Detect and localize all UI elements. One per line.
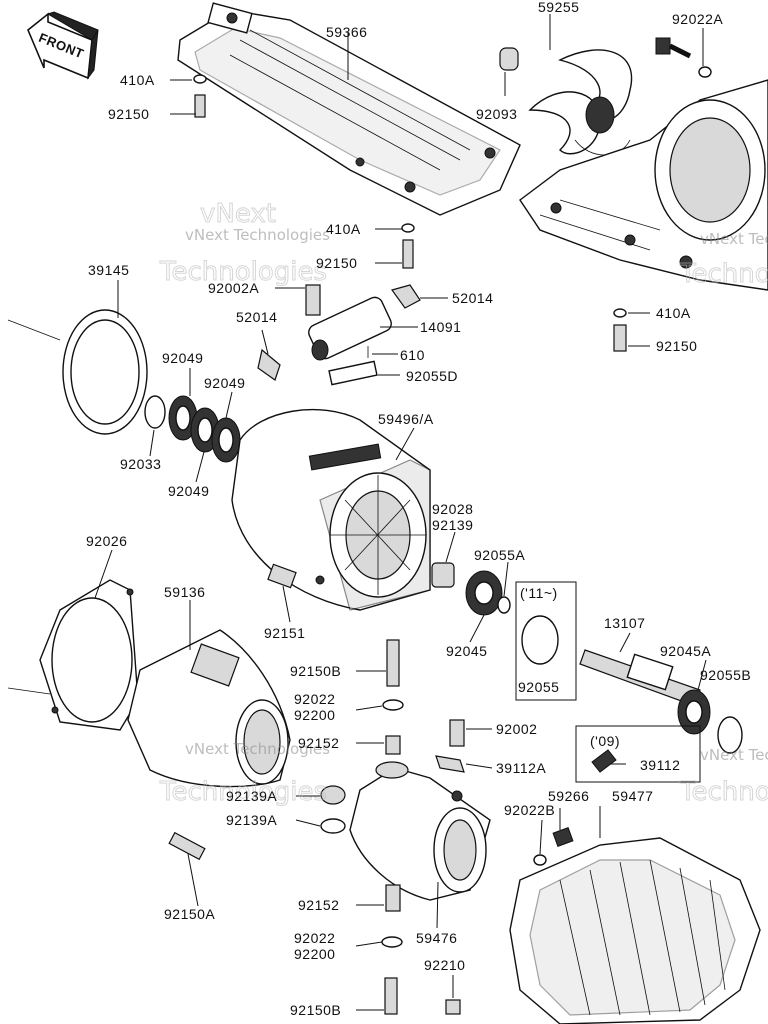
label-92045A[interactable]: 92045A bbox=[660, 643, 711, 659]
front-arrow-badge: FRONT bbox=[27, 11, 99, 80]
watermark: vNext vNext Technologies Technologies vN… bbox=[159, 199, 768, 808]
pump-body-drawing bbox=[231, 408, 431, 611]
bearings-drawing bbox=[431, 562, 577, 701]
watermark-line2-c: vNext Technologies bbox=[700, 230, 768, 248]
label-92152-2[interactable]: 92152 bbox=[298, 897, 339, 913]
label-92139A-2[interactable]: 92139A bbox=[226, 812, 277, 828]
watermark-line2: vNext Technologies bbox=[185, 226, 330, 244]
label-52014-right[interactable]: 52014 bbox=[452, 290, 493, 306]
part-labels: 59255 92022A 59366 410A 92150 92093 410A… bbox=[86, 0, 751, 1018]
label-92055D[interactable]: 92055D bbox=[406, 368, 458, 384]
label-92200-1[interactable]: 92200 bbox=[294, 707, 335, 723]
label-59496A[interactable]: 59496/A bbox=[378, 411, 434, 427]
pump-housing-top-drawing bbox=[519, 79, 768, 291]
label-92152-1[interactable]: 92152 bbox=[298, 735, 339, 751]
label-92049-c[interactable]: 92049 bbox=[168, 483, 209, 499]
label-92002A[interactable]: 92002A bbox=[208, 280, 259, 296]
label-59477[interactable]: 59477 bbox=[612, 788, 653, 804]
rings-seals-drawing bbox=[62, 309, 241, 463]
label-92055B[interactable]: 92055B bbox=[700, 667, 751, 683]
label-410A-3[interactable]: 410A bbox=[656, 305, 691, 321]
label-92150B-1[interactable]: 92150B bbox=[290, 663, 341, 679]
label-610[interactable]: 610 bbox=[400, 347, 425, 363]
ride-plate-drawing bbox=[509, 837, 761, 1024]
label-92200-2[interactable]: 92200 bbox=[294, 946, 335, 962]
label-92210[interactable]: 92210 bbox=[424, 957, 465, 973]
label-59476[interactable]: 59476 bbox=[416, 930, 457, 946]
label-92022-2[interactable]: 92022 bbox=[294, 930, 335, 946]
label-92139A-1[interactable]: 92139A bbox=[226, 788, 277, 804]
label-92022B[interactable]: 92022B bbox=[504, 802, 555, 818]
label-39112[interactable]: 39112 bbox=[640, 757, 680, 773]
label-92022-1[interactable]: 92022 bbox=[294, 691, 335, 707]
label-92055[interactable]: 92055 bbox=[518, 679, 559, 695]
label-410A-1[interactable]: 410A bbox=[120, 72, 155, 88]
label-09-variant[interactable]: ('09) bbox=[590, 733, 620, 749]
watermark-line1: vNext bbox=[200, 199, 276, 229]
label-92045[interactable]: 92045 bbox=[446, 643, 487, 659]
label-13107[interactable]: 13107 bbox=[604, 615, 645, 631]
label-39145[interactable]: 39145 bbox=[88, 262, 129, 278]
label-92150B-2[interactable]: 92150B bbox=[290, 1002, 341, 1018]
watermark-line3-b: Technologies bbox=[159, 777, 327, 807]
nozzle-59136-drawing bbox=[127, 629, 291, 788]
label-92150-1[interactable]: 92150 bbox=[108, 106, 149, 122]
label-92150-3[interactable]: 92150 bbox=[656, 338, 697, 354]
sensor-fitting-drawing bbox=[257, 284, 421, 386]
gasket-drawing bbox=[39, 579, 139, 731]
small-parts-top bbox=[193, 37, 712, 352]
watermark-line3: Technologies bbox=[159, 257, 327, 287]
watermark-line2-b: vNext Technologies bbox=[185, 740, 330, 758]
label-92002[interactable]: 92002 bbox=[496, 721, 537, 737]
label-92139[interactable]: 92139 bbox=[432, 517, 473, 533]
label-410A-2[interactable]: 410A bbox=[326, 221, 361, 237]
label-92026[interactable]: 92026 bbox=[86, 533, 127, 549]
label-92033[interactable]: 92033 bbox=[120, 456, 161, 472]
label-59136[interactable]: 59136 bbox=[164, 584, 205, 600]
label-39112A[interactable]: 39112A bbox=[496, 760, 546, 776]
variant-09-box bbox=[575, 725, 701, 783]
watermark-line3-d: Technologies bbox=[679, 777, 768, 807]
label-92093[interactable]: 92093 bbox=[476, 106, 517, 122]
leader-lines bbox=[7, 14, 707, 1011]
label-11-variant[interactable]: ('11~) bbox=[520, 585, 558, 601]
label-92028[interactable]: 92028 bbox=[432, 501, 473, 517]
label-92150A[interactable]: 92150A bbox=[164, 906, 215, 922]
pump-cover-plate-drawing bbox=[177, 2, 521, 216]
label-59266[interactable]: 59266 bbox=[548, 788, 589, 804]
drive-shaft-drawing bbox=[579, 649, 743, 754]
label-52014-left[interactable]: 52014 bbox=[236, 309, 277, 325]
watermark-line3-c: Technologies bbox=[679, 259, 768, 289]
label-92055A[interactable]: 92055A bbox=[474, 547, 525, 563]
label-92151[interactable]: 92151 bbox=[264, 625, 305, 641]
label-92049-b[interactable]: 92049 bbox=[204, 375, 245, 391]
small-hardware-lower bbox=[168, 563, 574, 1015]
impeller-drawing bbox=[528, 49, 633, 156]
watermark-line2-d: vNext Technologies bbox=[700, 746, 768, 764]
steering-nozzle-drawing bbox=[349, 761, 491, 901]
label-14091[interactable]: 14091 bbox=[420, 319, 461, 335]
label-92022A-top[interactable]: 92022A bbox=[672, 11, 723, 27]
label-92049-a[interactable]: 92049 bbox=[162, 350, 203, 366]
label-59366[interactable]: 59366 bbox=[326, 24, 367, 40]
label-92150-2[interactable]: 92150 bbox=[316, 255, 357, 271]
label-59255[interactable]: 59255 bbox=[538, 0, 579, 15]
